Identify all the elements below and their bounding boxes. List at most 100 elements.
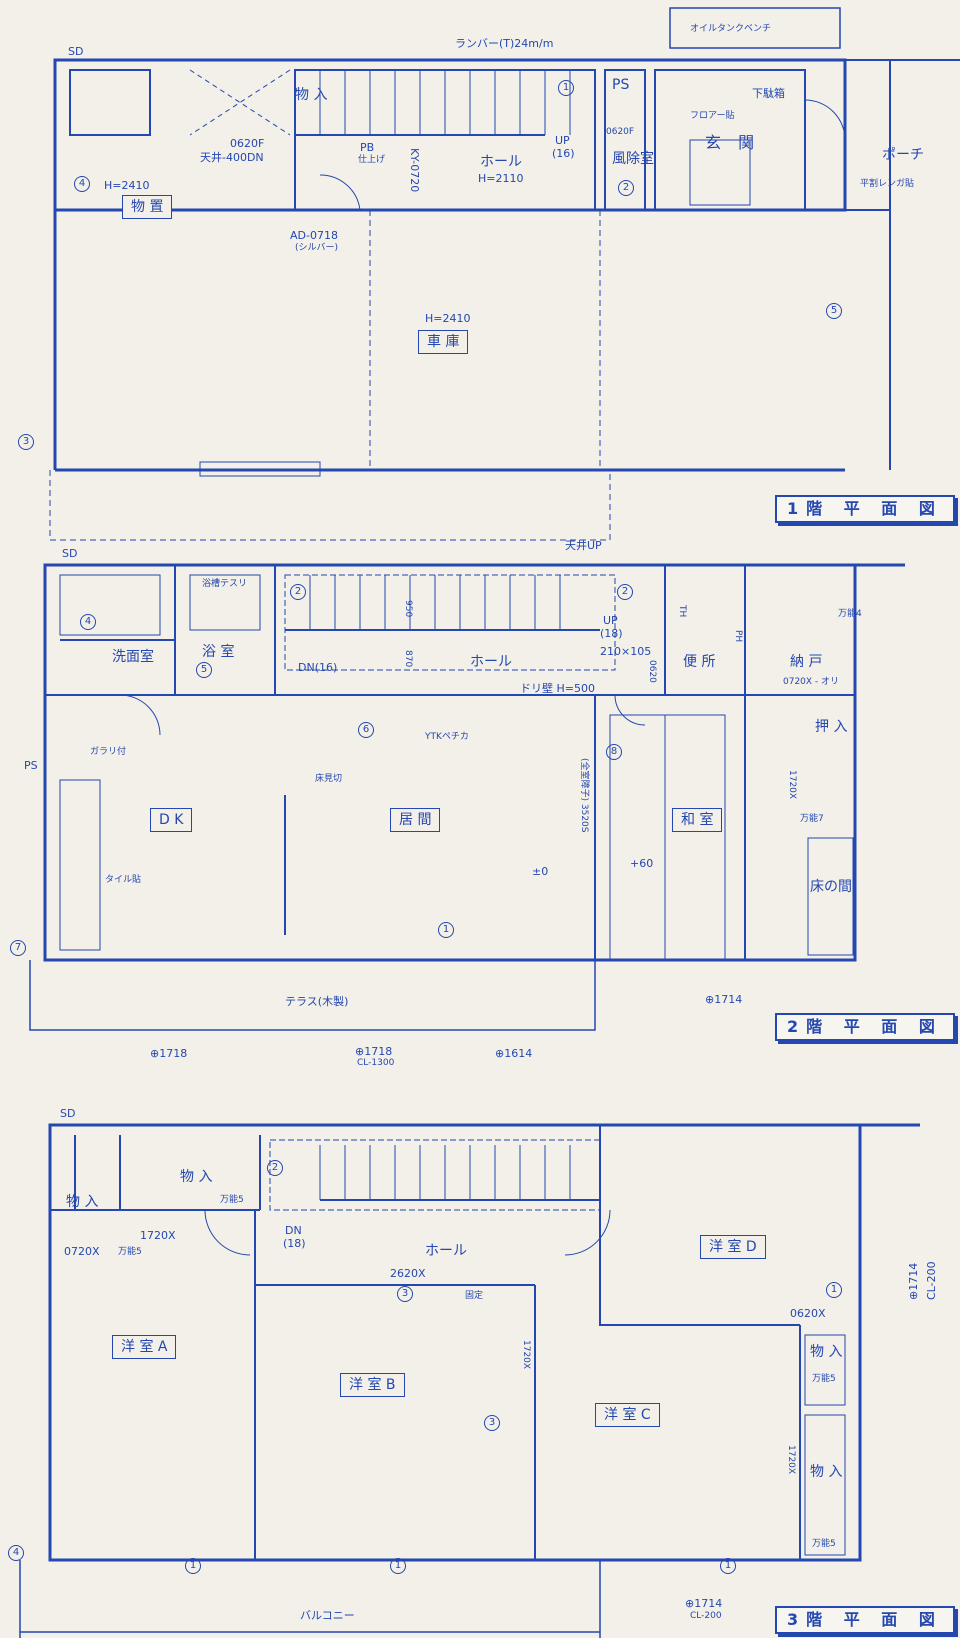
note-marker-2: 2 <box>618 180 634 196</box>
stairs-down-label: DN <box>285 1224 302 1237</box>
door-ad-label: AD-0718 <box>290 229 338 242</box>
note-marker-7: 7 <box>10 940 26 956</box>
dimension-950: 950 <box>403 600 413 618</box>
floor1-walls <box>49 7 960 541</box>
door-0720x-label: 0720X <box>64 1245 100 1258</box>
shoji-label: (全室障子) 3520S <box>579 758 589 833</box>
light-1718-label: ⊕1718 <box>150 1047 188 1060</box>
note-marker-5: 5 <box>826 303 842 319</box>
note-marker-2: 2 <box>617 584 633 600</box>
shed-height: H=2410 <box>104 179 150 192</box>
door-ad-color: (シルバー) <box>295 243 339 253</box>
porch-label: ポーチ <box>882 147 924 163</box>
pb-label: PB <box>360 141 375 154</box>
door-0620f-label: 0620F <box>230 137 265 150</box>
light-1614-label: ⊕1614 <box>495 1047 533 1060</box>
terrace-label: テラス(木製) <box>285 995 349 1008</box>
floor-edge-label: 床見切 <box>315 774 343 784</box>
toilet-label: 便 所 <box>683 654 716 670</box>
door-0620-label: 0620 <box>647 660 657 683</box>
entrance-label: 玄 関 <box>705 133 761 152</box>
stove-label: YTKペチカ <box>425 732 469 742</box>
shelf-5-label: 万能5 <box>220 1195 244 1205</box>
room-b-label: 洋 室 B <box>340 1373 405 1397</box>
light-1718-label: ⊕1718 <box>355 1045 393 1058</box>
smoke-detector-label: SD <box>62 547 78 560</box>
garage-label: 車 庫 <box>418 330 469 354</box>
window-size-label: 210×105 <box>600 645 652 658</box>
up-count: (18) <box>600 627 623 640</box>
shelf-5-label: 万能5 <box>812 1539 836 1549</box>
hall-height: H=2110 <box>478 172 524 185</box>
tile-label: タイル貼 <box>105 875 142 885</box>
floor2-walls <box>29 563 905 1031</box>
washroom-label: 洗面室 <box>112 649 154 665</box>
dimension-1720x: 1720X <box>521 1340 531 1370</box>
living-room-label: 居 間 <box>390 808 441 832</box>
note-marker-1: 1 <box>720 1558 736 1574</box>
light-1714-label: ⊕1714 <box>685 1597 723 1610</box>
floor1-title: 1階 平 面 図 <box>775 495 955 523</box>
up-count: (16) <box>552 147 575 160</box>
pb-finish-label: 仕上げ <box>358 155 386 165</box>
th-label: TH <box>677 605 687 618</box>
ceiling-light-height: CL-200 <box>690 1611 722 1621</box>
ceiling-note: 天井-400DN <box>200 151 264 164</box>
note-marker-5: 5 <box>196 662 212 678</box>
ps-label: PS <box>612 77 630 93</box>
smoke-detector-label: SD <box>60 1107 76 1120</box>
louver-label: ガラリ付 <box>90 747 127 757</box>
balcony-label: バルコニー <box>300 1609 355 1622</box>
fixed-label: 固定 <box>465 1291 484 1301</box>
shelf-5-label: 万能5 <box>118 1247 142 1257</box>
note-marker-4: 4 <box>80 614 96 630</box>
room-c-label: 洋 室 C <box>595 1403 660 1427</box>
japanese-room-label: 和 室 <box>672 808 723 832</box>
lumber-note: ランバー(T)24m/m <box>455 37 554 50</box>
hall-label: ホール <box>425 1243 467 1259</box>
ceiling-light-height: CL-1300 <box>357 1058 395 1068</box>
stairs-down-count: (18) <box>283 1237 306 1250</box>
storage-label: 物 入 <box>810 1464 843 1480</box>
bathroom-label: 浴 室 <box>202 644 235 660</box>
shed-label: 物 置 <box>122 195 173 219</box>
note-marker-1: 1 <box>390 1558 406 1574</box>
hall-label: ホール <box>470 654 512 670</box>
door-ky-label: KY-0720 <box>408 148 421 193</box>
note-marker-6: 6 <box>358 722 374 738</box>
level-plus60-label: +60 <box>630 857 654 870</box>
room-d-label: 洋 室 D <box>700 1235 766 1259</box>
storage-label: 物 入 <box>180 1169 213 1185</box>
floor3-title: 3階 平 面 図 <box>775 1606 955 1634</box>
storage-label: 物 入 <box>66 1194 99 1210</box>
ceiling-light-height: CL-200 <box>925 1261 938 1300</box>
dimension-1720x: 1720X <box>140 1229 176 1242</box>
floor-finish-label: フロアー貼 <box>690 111 735 121</box>
note-marker-1: 1 <box>185 1558 201 1574</box>
note-marker-4: 4 <box>8 1545 24 1561</box>
windbreak-room-label: 風除室 <box>612 151 654 167</box>
floor2-title: 2階 平 面 図 <box>775 1013 955 1041</box>
note-marker-3: 3 <box>18 434 34 450</box>
dimension-870: 870 <box>403 650 413 668</box>
shoe-box-label: 下駄箱 <box>752 87 785 100</box>
note-marker-1: 1 <box>826 1282 842 1298</box>
shelf-5-label: 万能5 <box>812 1374 836 1384</box>
stairs-down-label: DN(16) <box>298 661 338 674</box>
note-marker-4: 4 <box>74 176 90 192</box>
dimension-1720x: 1720X <box>786 1445 796 1475</box>
bath-rail-label: 浴槽テスリ <box>202 579 248 589</box>
light-1714-label: ⊕1714 <box>907 1262 920 1300</box>
tokonoma-label: 床の間 <box>810 879 852 895</box>
storage-label: 物 入 <box>810 1344 843 1360</box>
note-marker-1: 1 <box>438 922 454 938</box>
note-marker-3: 3 <box>484 1415 500 1431</box>
ceiling-up-label: 天井UP <box>565 539 602 552</box>
note-marker-8: 8 <box>606 744 622 760</box>
dining-kitchen-label: D K <box>150 808 193 832</box>
door-0620f-label: 0620F <box>606 127 635 137</box>
hanging-wall-label: ドリ壁 H=500 <box>520 682 595 695</box>
up-label: UP <box>603 614 618 627</box>
level-zero-label: ±0 <box>532 865 549 878</box>
